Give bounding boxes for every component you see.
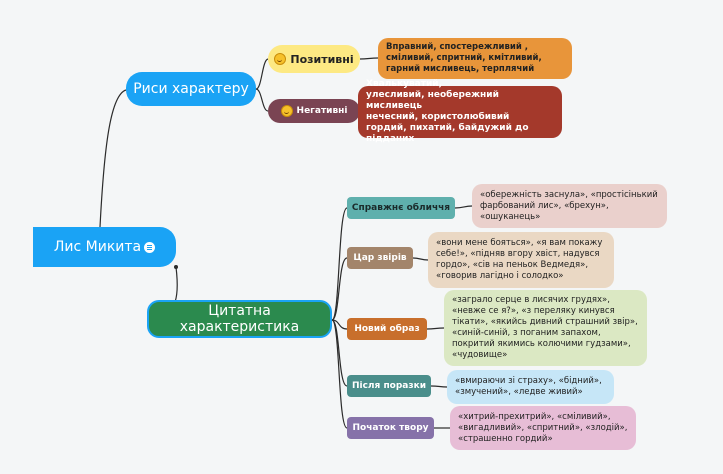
branch-quotes-label: Цитатна характеристика (179, 303, 300, 335)
topic-true-face-label: Справжнє обличчя (351, 203, 451, 213)
topic-negative[interactable]: Негативні (268, 99, 360, 123)
topic-beginning[interactable]: Початок твору (347, 417, 434, 439)
link-positive-leaf (359, 57, 379, 60)
quotes-after-defeat[interactable]: «вмираючи зі страху», «бідний», «змучени… (447, 370, 614, 404)
quotes-new-image[interactable]: «заграло серце в лисячих грудях», «невже… (444, 290, 647, 366)
smiley-icon (274, 53, 287, 65)
topic-beginning-label: Початок твору (352, 423, 429, 433)
frown-icon (280, 105, 293, 117)
negative-traits-content: Хвалькуватий, улесливий, необережний мис… (366, 79, 529, 144)
topic-king-label: Цар звірів (353, 253, 407, 263)
topic-new-image[interactable]: Новий образ (347, 318, 427, 340)
negative-traits-text[interactable]: Хвалькуватий, улесливий, необережний мис… (358, 79, 562, 144)
branch-traits-label: Риси характеру (133, 81, 249, 97)
topic-negative-label: Негативні (296, 106, 348, 116)
link-q2-leaf (412, 257, 429, 261)
link-quotes-q2 (331, 257, 348, 321)
topic-positive[interactable]: Позитивні (268, 45, 360, 73)
link-q3-leaf (426, 327, 445, 330)
topic-king[interactable]: Цар звірів (347, 247, 413, 269)
quotes-new-image-content: «заграло серце в лисячих грудях», «невже… (452, 295, 638, 360)
root-label: Лис Микита (53, 239, 142, 255)
topic-after-defeat-label: Після поразки (351, 381, 427, 391)
link-traits-positive (255, 58, 269, 90)
topic-new-image-label: Новий образ (354, 324, 420, 334)
positive-traits-text[interactable]: Вправний, спостережливий , сміливий, спр… (378, 38, 572, 79)
link-quotes-q1 (331, 207, 348, 321)
quotes-true-face-content: «обережність заснула», «простісінький фа… (480, 189, 658, 222)
link-q1-leaf (454, 205, 473, 209)
branch-traits[interactable]: Риси характеру (126, 72, 256, 106)
link-quotes-q5 (331, 319, 348, 429)
quotes-king[interactable]: «вони мене бояться», «я вам покажу себе!… (428, 232, 614, 288)
link-root-traits (99, 89, 127, 228)
quotes-king-content: «вони мене бояться», «я вам покажу себе!… (436, 238, 603, 281)
root-node[interactable]: Лис Микита (33, 227, 176, 267)
topic-positive-label: Позитивні (290, 52, 354, 66)
quotes-beginning[interactable]: «хитрий-прехитрий», «сміливий», «вигадли… (450, 406, 636, 450)
positive-traits-content: Вправний, спостережливий , сміливий, спр… (386, 42, 542, 74)
topic-true-face[interactable]: Справжнє обличчя (347, 197, 455, 219)
branch-quotes[interactable]: Цитатна характеристика (147, 300, 332, 338)
topic-after-defeat[interactable]: Після поразки (347, 375, 431, 397)
quotes-beginning-content: «хитрий-прехитрий», «сміливий», «вигадли… (458, 411, 628, 444)
link-traits-negative (255, 88, 269, 112)
collapse-dot (174, 265, 178, 269)
note-icon[interactable] (144, 241, 156, 253)
link-q4-leaf (430, 385, 448, 388)
quotes-after-defeat-content: «вмираючи зі страху», «бідний», «змучени… (455, 376, 602, 397)
link-quotes-q3 (331, 319, 348, 330)
quotes-true-face[interactable]: «обережність заснула», «простісінький фа… (472, 184, 667, 228)
